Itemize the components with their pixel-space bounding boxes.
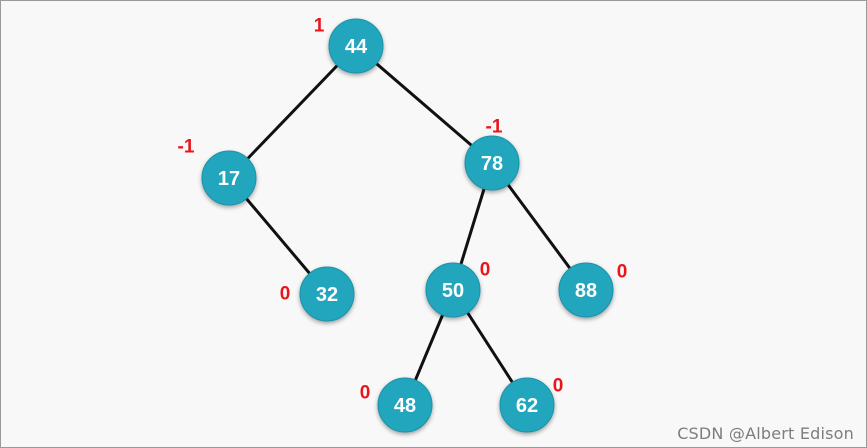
tree-node-44: 44 [328, 18, 384, 74]
balance-factor-44: 1 [314, 16, 325, 37]
node-circle-32 [299, 266, 355, 322]
balance-factor-17: -1 [178, 137, 195, 158]
tree-node-50: 50 [425, 262, 481, 318]
node-circle-62 [499, 377, 555, 433]
tree-node-78: 78 [464, 135, 520, 191]
balance-factor-88: 0 [617, 262, 628, 283]
node-label-32: 32 [316, 284, 338, 306]
balance-factor-78: -1 [486, 117, 503, 138]
tree-node-17: 17 [201, 150, 257, 206]
tree-node-48: 48 [377, 377, 433, 433]
watermark-text: CSDN @Albert Edison [677, 424, 854, 443]
edges-layer [227, 44, 588, 407]
edge-44-17 [227, 44, 358, 180]
node-label-44: 44 [345, 36, 368, 58]
node-label-48: 48 [394, 395, 416, 417]
nodes-layer: 44 17 78 32 50 88 48 62 [201, 18, 614, 433]
tree-node-32: 32 [299, 266, 355, 322]
node-label-62: 62 [516, 395, 538, 417]
node-label-78: 78 [481, 153, 503, 175]
node-label-17: 17 [218, 168, 240, 190]
balance-factor-32: 0 [280, 284, 291, 305]
tree-node-62: 62 [499, 377, 555, 433]
node-circle-44 [328, 18, 384, 74]
balance-factor-62: 0 [553, 376, 564, 397]
node-circle-48 [377, 377, 433, 433]
tree-node-88: 88 [558, 262, 614, 318]
node-label-50: 50 [442, 280, 464, 302]
node-circle-50 [425, 262, 481, 318]
node-label-88: 88 [575, 280, 597, 302]
node-circle-78 [464, 135, 520, 191]
balance-labels-layer: 1 -1 -1 0 0 0 0 0 [178, 16, 628, 404]
edge-44-78 [354, 44, 494, 165]
balance-factor-50: 0 [480, 260, 491, 281]
balance-factor-48: 0 [360, 383, 371, 404]
node-circle-17 [201, 150, 257, 206]
node-circle-88 [558, 262, 614, 318]
